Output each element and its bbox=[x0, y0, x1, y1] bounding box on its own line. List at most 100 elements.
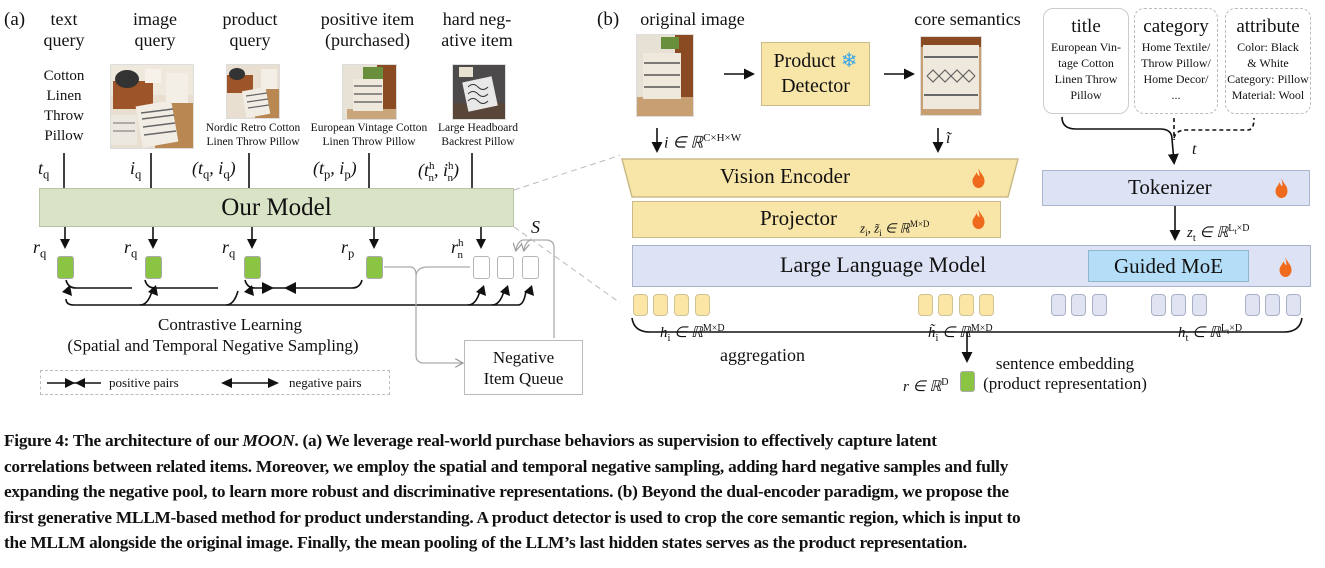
text-var-t: t bbox=[1192, 141, 1197, 158]
token-h-t bbox=[1151, 294, 1166, 316]
rep-label-rp: rp bbox=[341, 237, 355, 261]
rep-queue-negative-1 bbox=[497, 256, 514, 279]
token-h-t bbox=[1092, 294, 1107, 316]
projector-var: zi, z̃i ∈ ℝM×D bbox=[860, 219, 930, 238]
var-tn-in: (thn, ihn) bbox=[418, 160, 460, 184]
guided-moe-label: Guided MoE bbox=[1113, 253, 1224, 278]
token-h-i bbox=[695, 294, 710, 316]
image-query-photo bbox=[110, 64, 194, 149]
queue-label-line-1: Negative bbox=[492, 347, 555, 367]
output-label: sentence embedding (product representati… bbox=[983, 354, 1147, 393]
panel-a-label: (a) bbox=[4, 9, 26, 30]
tokenizer-label: Tokenizer bbox=[1128, 175, 1212, 199]
rep-image-query bbox=[145, 256, 162, 279]
text-card-attribute-heading: attribute bbox=[1236, 16, 1300, 37]
var-tq-iq: (tq, iq) bbox=[192, 158, 236, 182]
rep-hard-negative bbox=[473, 256, 490, 279]
crop-input-var: ĩ bbox=[946, 130, 951, 147]
var-t-q: tq bbox=[38, 158, 50, 182]
image-input-var: i ∈ ℝC×H×W bbox=[664, 132, 742, 152]
var-i-q: iq bbox=[130, 158, 142, 182]
hard-negative-photo bbox=[452, 64, 506, 120]
rep-positive bbox=[366, 256, 383, 279]
product-representation-vector bbox=[960, 371, 975, 392]
token-h-i bbox=[674, 294, 689, 316]
vision-encoder-box bbox=[621, 158, 1019, 198]
text-query-content: Cotton Linen Throw Pillow bbox=[43, 68, 85, 144]
token-h-t bbox=[1171, 294, 1186, 316]
text-card-title-heading: title bbox=[1071, 16, 1101, 37]
token-h-i bbox=[633, 294, 648, 316]
fire-icon bbox=[972, 209, 985, 229]
legend-negative-label: negative pairs bbox=[289, 375, 362, 390]
rep-label-rq-3: rq bbox=[222, 237, 236, 261]
queue-label-line-2: Item Queue bbox=[483, 368, 564, 388]
panel-b-label: (b) bbox=[597, 9, 620, 30]
our-model-label: Our Model bbox=[221, 193, 332, 221]
token-h-t bbox=[1051, 294, 1066, 316]
contrastive-learning-subtitle: (Spatial and Temporal Negative Sampling) bbox=[67, 336, 359, 355]
core-semantics-label: core semantics bbox=[914, 9, 1021, 29]
rep-text-query bbox=[57, 256, 74, 279]
caption-line-5: the MLLM alongside the original image. F… bbox=[4, 533, 967, 552]
llm-label: Large Language Model bbox=[780, 252, 987, 277]
token-h-tilde-i bbox=[918, 294, 933, 316]
fire-icon bbox=[1275, 178, 1288, 198]
hidden-var-h-i: hi ∈ ℝM×D bbox=[660, 323, 725, 344]
token-h-i bbox=[653, 294, 668, 316]
var-tp-ip: (tp, ip) bbox=[313, 158, 357, 182]
core-semantics-photo bbox=[920, 36, 982, 116]
rep-label-rq-2: rq bbox=[124, 237, 138, 261]
rep-queue-negative-2 bbox=[522, 256, 539, 279]
hidden-var-h-tilde-i: h̃i ∈ ℝM×D bbox=[928, 323, 993, 344]
fire-icon bbox=[1279, 257, 1292, 277]
detector-label-2: Detector bbox=[781, 75, 850, 97]
text-card-attribute: attribute Color: Black & White Category:… bbox=[1225, 8, 1311, 114]
product-query-photo bbox=[226, 64, 280, 119]
negative-item-queue: Negative Item Queue bbox=[464, 340, 583, 395]
panel-b-connectors bbox=[631, 68, 1303, 363]
figure-caption: Figure 4: The architecture of our MOON. … bbox=[4, 428, 1322, 556]
header-positive-item: positive item(purchased) bbox=[320, 9, 415, 50]
projector-box bbox=[632, 201, 1001, 238]
token-h-t bbox=[1192, 294, 1207, 316]
token-h-tilde-i bbox=[938, 294, 953, 316]
rep-product-query bbox=[244, 256, 261, 279]
text-card-category-heading: category bbox=[1143, 16, 1209, 37]
vision-encoder-label: Vision Encoder bbox=[720, 164, 850, 188]
token-h-t bbox=[1071, 294, 1086, 316]
caption-line-2: correlations between related items. More… bbox=[4, 456, 1009, 476]
projector-label: Projector bbox=[760, 206, 837, 230]
caption-line-4: first generative MLLM-based method for p… bbox=[4, 507, 1021, 527]
positive-pairs-icon bbox=[47, 378, 101, 388]
negative-pairs-icon bbox=[221, 378, 279, 388]
token-h-t bbox=[1245, 294, 1260, 316]
header-hard-negative-item: hard neg-ative item bbox=[441, 9, 513, 50]
token-h-t bbox=[1265, 294, 1280, 316]
original-image-label: original image bbox=[640, 9, 745, 29]
fire-icon bbox=[972, 168, 985, 188]
caption-line-3: expanding the negative pool, to learn mo… bbox=[4, 482, 1009, 501]
output-var: r ∈ ℝD bbox=[903, 377, 949, 395]
hidden-var-h-t: ht ∈ ℝLt×D bbox=[1178, 323, 1243, 344]
product-detector-box: Product ❄ Detector bbox=[761, 42, 870, 106]
text-card-title: title European Vin- tage Cotton Linen Th… bbox=[1043, 8, 1129, 114]
positive-item-photo bbox=[342, 64, 397, 120]
rep-label-rn: rhn bbox=[451, 237, 464, 261]
original-image-photo bbox=[636, 34, 694, 117]
caption-line-1: Figure 4: The architecture of our MOON. … bbox=[4, 431, 937, 450]
tokenizer-var: zt ∈ ℝLt×D bbox=[1187, 223, 1250, 244]
contrastive-learning-title: Contrastive Learning bbox=[158, 315, 302, 334]
legend-positive-label: positive pairs bbox=[109, 375, 179, 390]
token-h-t bbox=[1286, 294, 1301, 316]
text-card-category: category Home Textile/ Throw Pillow/ Hom… bbox=[1134, 8, 1218, 114]
aggregation-label: aggregation bbox=[720, 345, 805, 365]
detector-label-1: Product bbox=[773, 50, 836, 72]
token-h-tilde-i bbox=[979, 294, 994, 316]
